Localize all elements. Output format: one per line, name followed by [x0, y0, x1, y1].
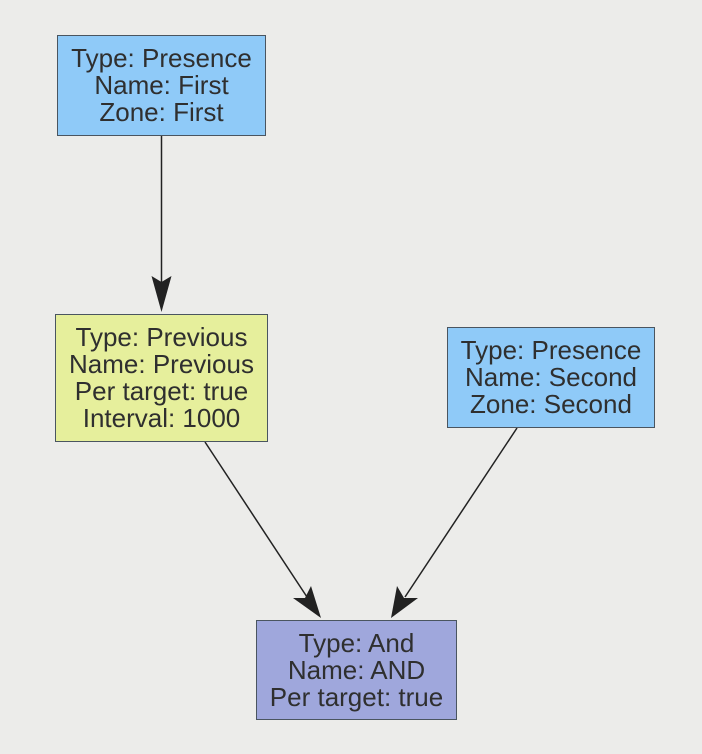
node-type-label: Type: Presence: [71, 43, 252, 73]
arrowhead-icon: [293, 586, 321, 618]
node-type-label: Type: Presence: [460, 335, 642, 365]
node-type-label: Type: And: [298, 627, 415, 658]
node-interval-label: Interval: 1000: [82, 403, 241, 433]
node-name-label: Name: Previous: [69, 349, 254, 379]
node-name-label: Name: Second: [465, 362, 637, 392]
node-per-target-label: Per target: true: [269, 681, 444, 712]
edge-first-to-previous: [151, 136, 172, 312]
node-presence-second[interactable]: Type: Presence Name: Second Zone: Second: [447, 327, 655, 428]
node-name-label: Name: First: [94, 70, 229, 100]
node-type-label: Type: Previous: [75, 322, 248, 352]
node-and[interactable]: Type: And Name: AND Per target: true: [256, 620, 457, 720]
node-name-label: Name: AND: [287, 654, 426, 685]
node-previous[interactable]: Type: Previous Name: Previous Per target…: [55, 314, 268, 442]
arrowhead-icon: [151, 276, 172, 312]
edge-previous-to-and: [204, 441, 321, 618]
node-presence-first[interactable]: Type: Presence Name: First Zone: First: [57, 35, 266, 136]
arrowhead-icon: [391, 586, 418, 618]
node-per-target-label: Per target: true: [74, 376, 249, 406]
edge-second-to-and: [391, 427, 518, 618]
node-zone-label: Zone: Second: [470, 389, 632, 419]
node-zone-label: Zone: First: [99, 97, 224, 127]
